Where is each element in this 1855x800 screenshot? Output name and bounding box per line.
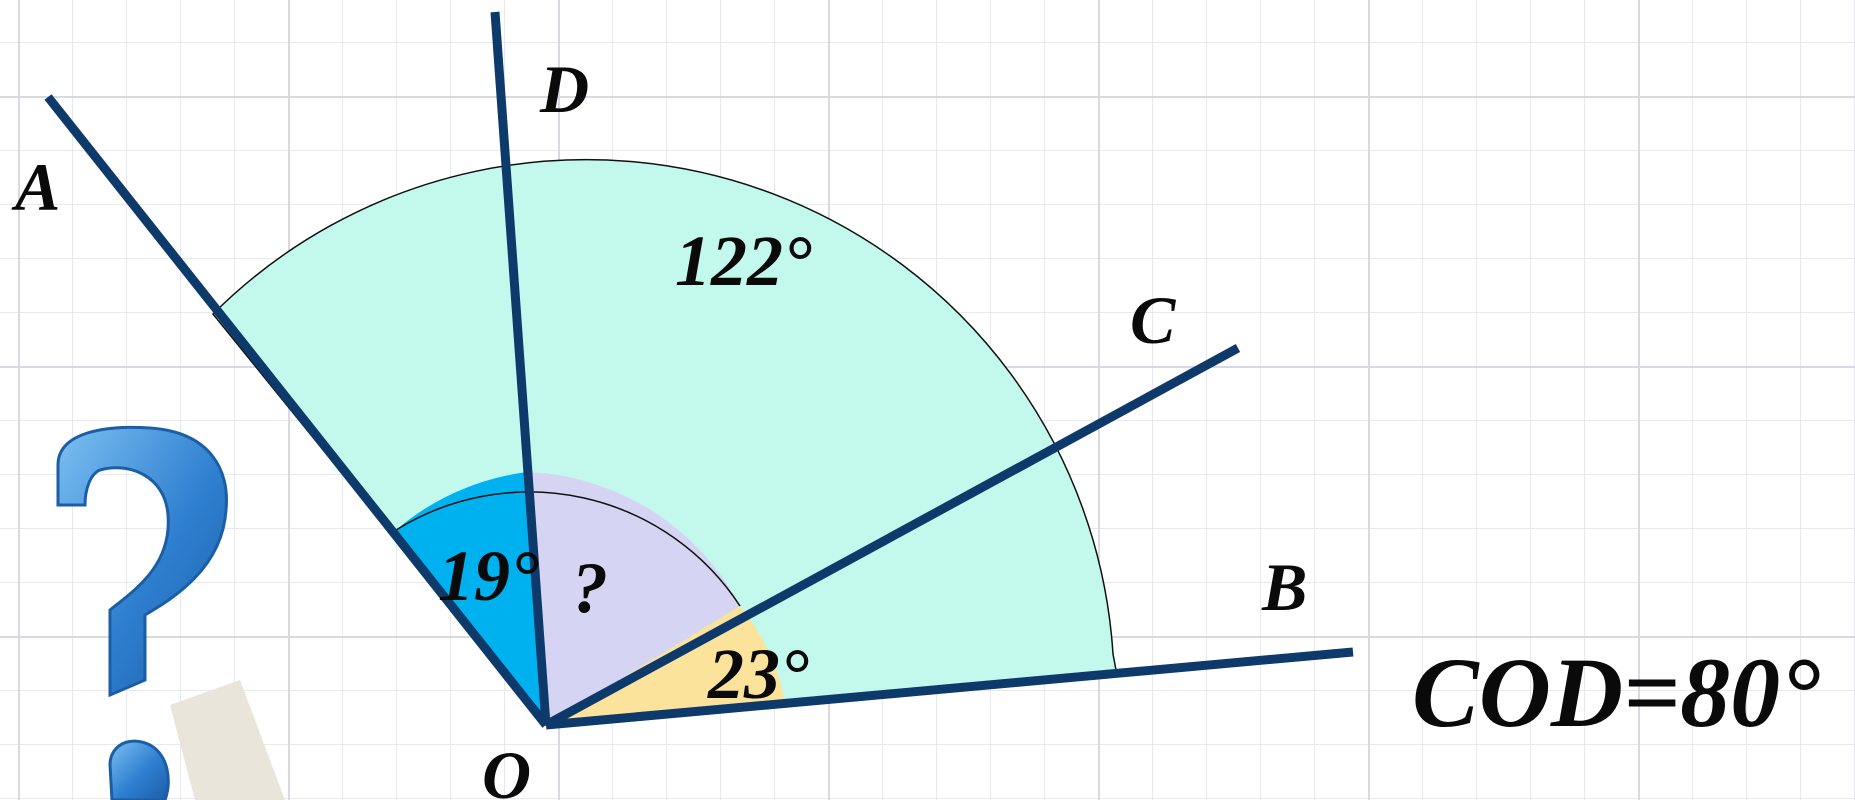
given-statement: COD=80° xyxy=(1412,637,1820,748)
point-label-b: B xyxy=(1261,549,1307,625)
question-mark-icon xyxy=(56,425,285,800)
angle-label-doc: ? xyxy=(572,548,608,628)
inner-arc xyxy=(395,491,741,607)
angle-label-aob: 122° xyxy=(675,221,812,301)
ray-ob xyxy=(545,647,1354,730)
angle-label-aod: 19° xyxy=(438,536,539,616)
sector-aod xyxy=(396,472,546,725)
ray-oa xyxy=(44,94,550,728)
point-label-a: A xyxy=(11,149,60,225)
angle-label-cob: 23° xyxy=(707,634,809,714)
ray-oc xyxy=(543,344,1241,729)
ray-od xyxy=(490,11,551,726)
point-label-c: C xyxy=(1130,282,1176,358)
sector-doc xyxy=(527,472,740,725)
point-label-d: D xyxy=(539,51,589,127)
point-label-o: O xyxy=(482,737,531,800)
